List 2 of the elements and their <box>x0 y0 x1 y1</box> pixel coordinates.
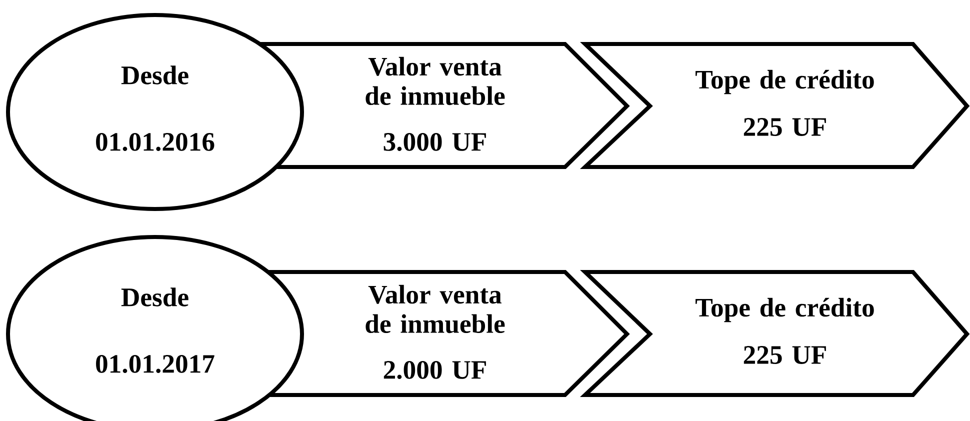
node-label: Desde <box>121 288 188 306</box>
node-label: 01.01.2017 <box>96 354 214 374</box>
